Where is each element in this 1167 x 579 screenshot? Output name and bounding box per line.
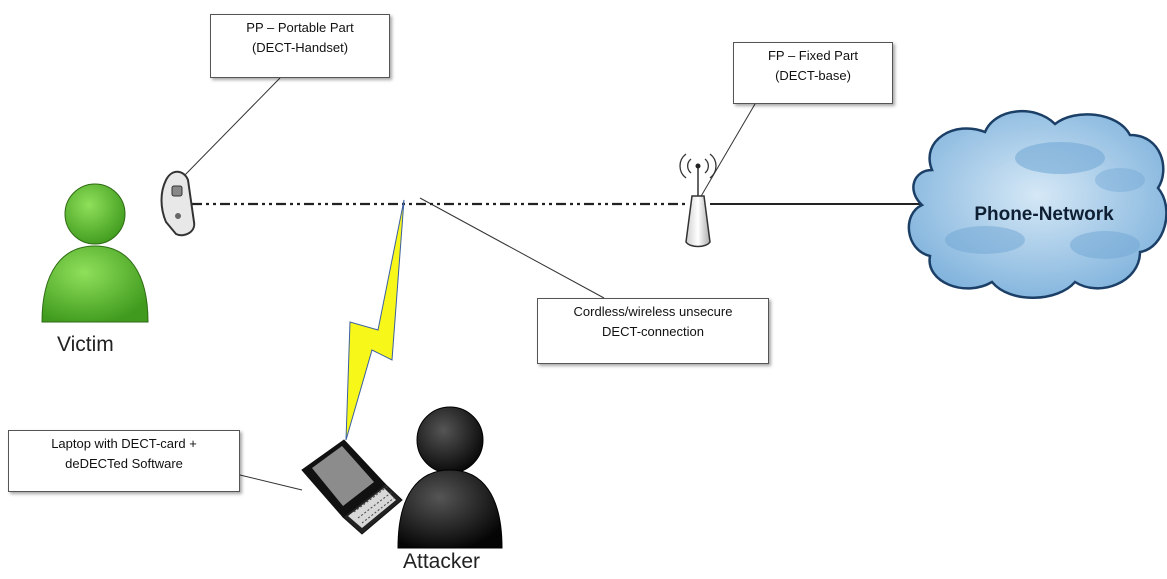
fp-line1: FP – Fixed Part — [767, 48, 859, 63]
laptop-callout-line — [239, 474, 303, 491]
lightning-icon — [345, 199, 405, 441]
laptop-description-box: Laptop with DECT-card + deDECTed Softwar… — [8, 430, 240, 492]
antenna-base-icon — [679, 153, 717, 248]
fp-line2: (DECT-base) — [775, 68, 851, 83]
phone-handset-icon — [160, 170, 196, 237]
connection-callout-line — [419, 197, 605, 299]
laptop-line2: deDECTed Software — [65, 456, 183, 471]
fp-fixed-part-box: FP – Fixed Part (DECT-base) — [733, 42, 893, 104]
pp-line1: PP – Portable Part — [246, 20, 354, 35]
cloud-icon: Phone-Network — [907, 110, 1167, 299]
connection-line2: DECT-connection — [602, 324, 704, 339]
pp-portable-part-box: PP – Portable Part (DECT-Handset) — [210, 14, 390, 78]
cloud-label: Phone-Network — [974, 204, 1114, 225]
victim-person-icon — [41, 183, 149, 323]
pp-callout-line — [181, 77, 281, 179]
attacker-label: Attacker — [403, 550, 481, 573]
fp-callout-line — [699, 103, 756, 199]
dect-connection-box: Cordless/wireless unsecure DECT-connecti… — [537, 298, 769, 364]
connection-line1: Cordless/wireless unsecure — [573, 304, 733, 319]
pp-line2: (DECT-Handset) — [251, 40, 349, 55]
victim-label: Victim — [57, 333, 114, 356]
attacker-person-icon — [397, 406, 503, 549]
laptop-line1: Laptop with DECT-card + — [51, 436, 197, 451]
laptop-icon — [301, 439, 403, 535]
